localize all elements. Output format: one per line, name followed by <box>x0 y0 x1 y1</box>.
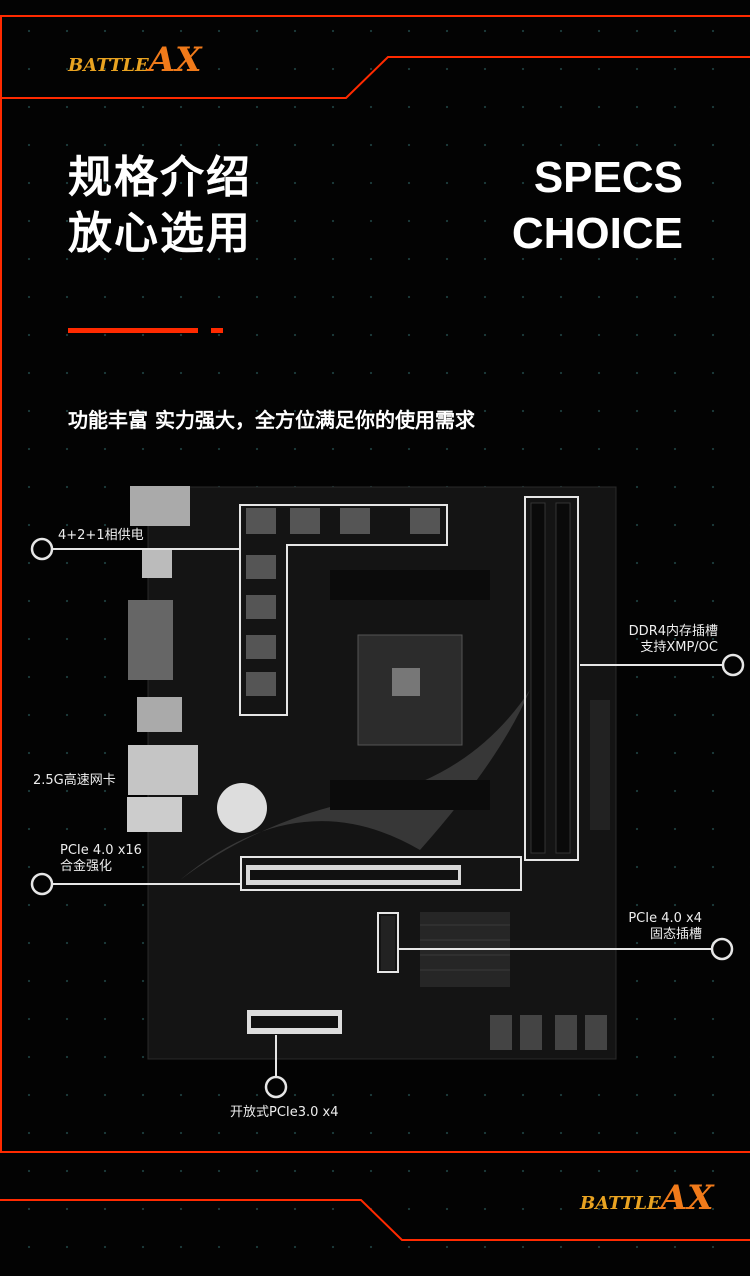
vrm-highlight <box>239 504 448 716</box>
callout-m2-line1: PCIe 4.0 x4 <box>628 911 702 926</box>
pcie16-highlight <box>240 856 522 891</box>
callout-marker-ddr4 <box>721 653 745 677</box>
callout-ddr4-line2: 支持XMP/OC <box>640 640 718 655</box>
title-cn-line2: 放心选用 <box>68 208 252 259</box>
callout-vrm: 4+2+1相供电 <box>58 528 144 543</box>
callout-marker-pcie16 <box>30 872 54 896</box>
callout-m2: PCIe 4.0 x4 固态插槽 <box>628 911 702 943</box>
callout-pcie-open: 开放式PCIe3.0 x4 <box>230 1105 339 1120</box>
accent-bar <box>68 328 198 333</box>
callout-ddr4: DDR4内存插槽 支持XMP/OC <box>629 624 718 656</box>
title-en-line2: CHOICE <box>511 209 683 258</box>
m2-highlight <box>377 912 399 973</box>
callout-marker-vrm <box>30 537 54 561</box>
callout-pcie16: PCIe 4.0 x16 合金强化 <box>60 843 142 875</box>
title-en-line1: SPECS <box>533 153 683 202</box>
subtitle: 功能丰富 实力强大，全方位满足你的使用需求 <box>68 408 475 432</box>
ddr4-highlight <box>524 496 579 861</box>
callout-pcie16-line2: 合金强化 <box>60 859 113 874</box>
callout-marker-pcie-open <box>264 1075 288 1099</box>
accent-bar-dot <box>211 328 223 333</box>
callout-ddr4-line1: DDR4内存插槽 <box>628 624 718 639</box>
callout-m2-line2: 固态插槽 <box>649 927 702 942</box>
callout-lan: 2.5G高速网卡 <box>33 773 116 788</box>
callout-pcie16-line1: PCIe 4.0 x16 <box>60 843 142 858</box>
brand-logo-top: BATTLEAX <box>68 40 202 80</box>
title-cn-line1: 规格介绍 <box>68 152 252 203</box>
callout-marker-m2 <box>710 937 734 961</box>
brand-logo-bottom: BATTLEAX <box>580 1178 714 1218</box>
